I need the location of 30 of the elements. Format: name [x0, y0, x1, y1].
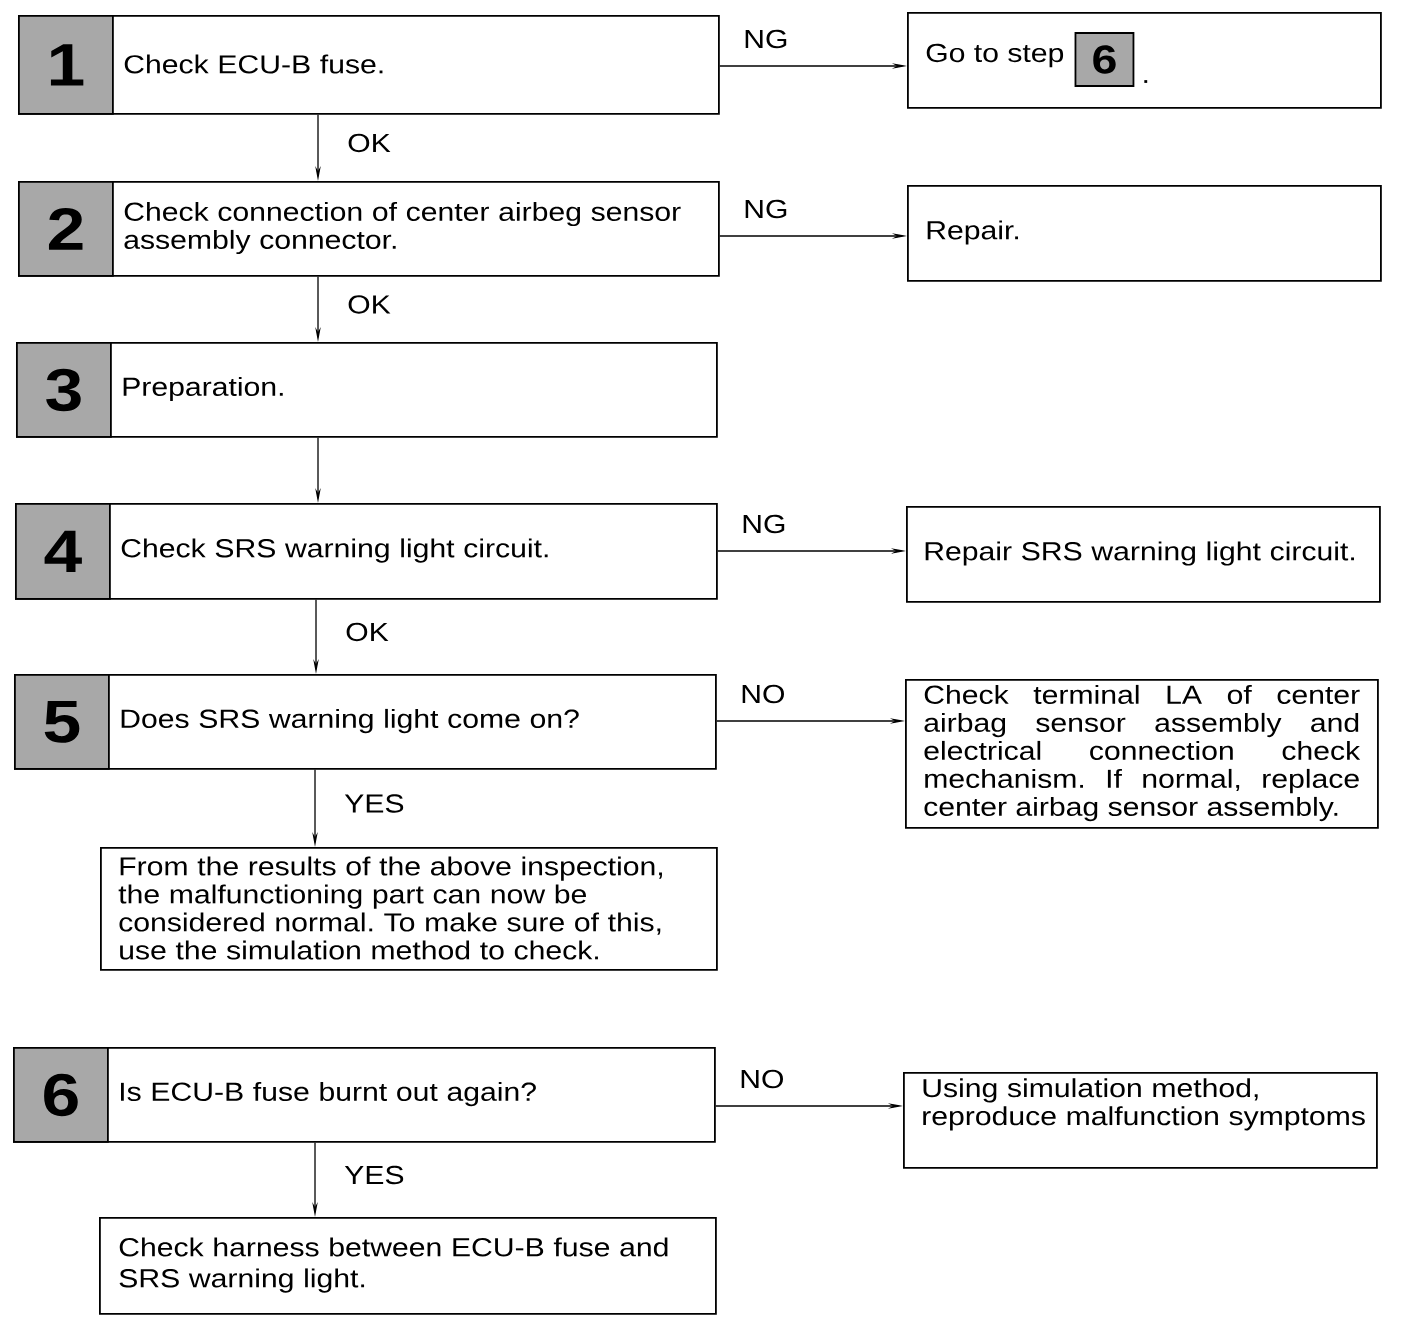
instruction-box: Repair.: [907, 185, 1382, 282]
step-box: 5 Does SRS warning light come on?: [14, 674, 717, 770]
step-number-tile: 6: [13, 1047, 109, 1143]
step-box: 6 Is ECU-B fuse burnt out again?: [13, 1047, 716, 1143]
edge-label: NG: [742, 28, 790, 50]
edge-label: OK: [344, 621, 390, 643]
instruction-box: Repair SRS warning light circuit.: [906, 506, 1381, 603]
edge-label: NG: [740, 513, 788, 535]
step-box: 4 Check SRS warning light circuit.: [15, 503, 718, 600]
edge-label: OK: [346, 132, 392, 154]
instruction-box: Check terminal LA of center airbag sensor assembly and electrical connection check mechanism. If normal, replace center airbag sensor assembly.: [905, 679, 1379, 829]
edge-label: OK: [346, 294, 392, 315]
step-number-tile: 3: [16, 342, 112, 438]
step-number-tile: 2: [18, 181, 114, 277]
instruction-box: Check harness between ECU-B fuse and SRS warning light.: [99, 1217, 717, 1315]
step-number-tile: 6: [1074, 32, 1135, 87]
edge-label: NO: [739, 683, 787, 705]
step-number-tile: 5: [14, 674, 110, 770]
instruction-box: Using simulation method, reproduce malfunction symptoms: [903, 1072, 1378, 1169]
step-box: 2 Check connection of center airbeg sensor assembly connector.: [18, 181, 720, 277]
step-box: 1 Check ECU-B fuse.: [18, 15, 720, 115]
step-box: 3 Preparation.: [16, 342, 718, 438]
instruction-box: Go to step 6 .: [907, 12, 1382, 109]
edge-label: YES: [343, 1164, 406, 1186]
edge-label: NG: [742, 198, 790, 220]
step-number-tile: 4: [15, 503, 111, 600]
edge-label: NO: [738, 1068, 786, 1090]
edge-label: YES: [343, 793, 406, 814]
step-number-tile: 1: [18, 15, 114, 115]
instruction-box: From the results of the above inspection, the malfunctioning part can now be considered normal. To make sure of this, use the simulation method to check.: [100, 847, 718, 971]
